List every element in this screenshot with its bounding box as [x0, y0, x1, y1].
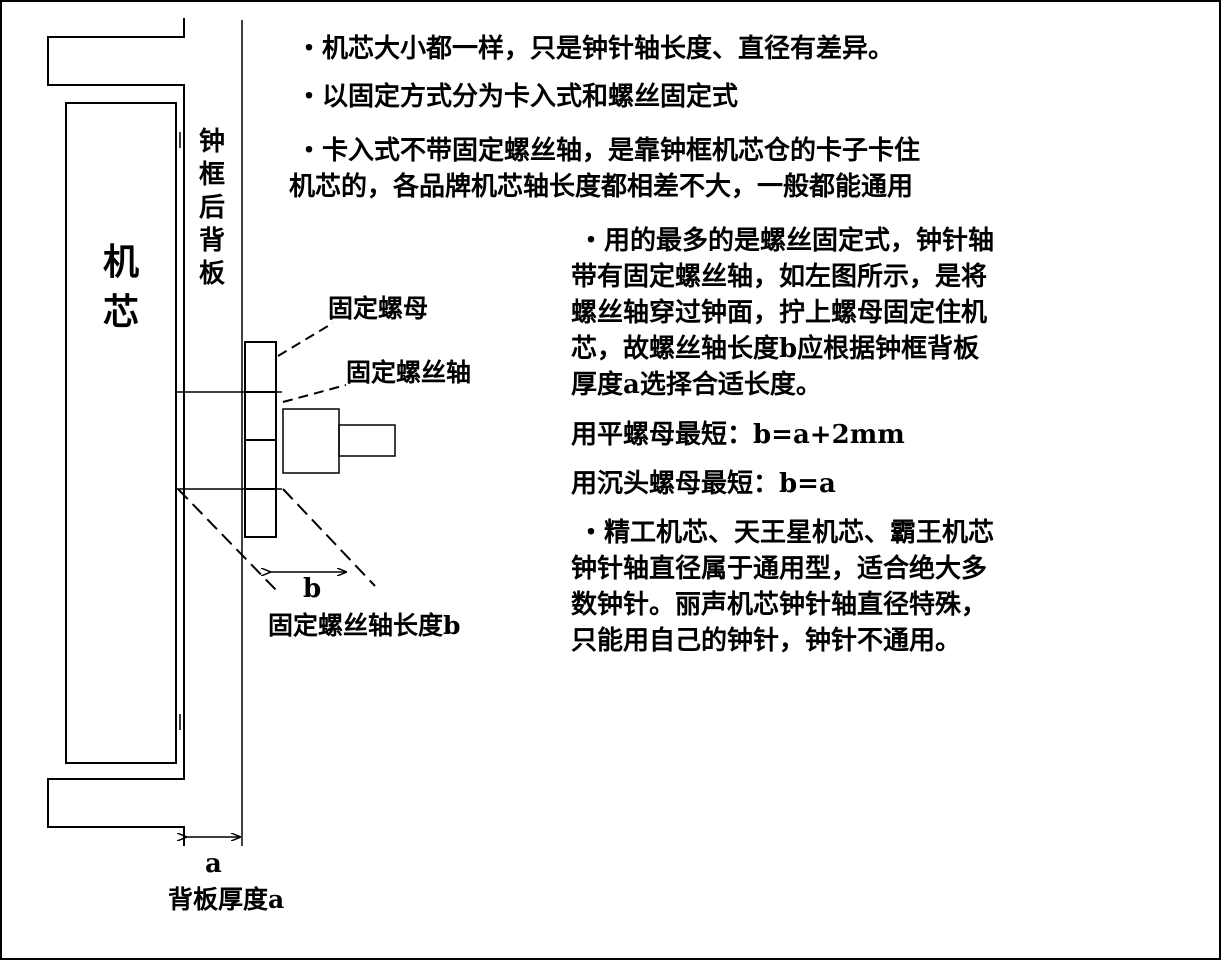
leader-screw-shaft	[282, 384, 347, 403]
backplate-label: 钟框后背板	[198, 127, 225, 289]
note-snap-in-line1: ・卡入式不带固定螺丝轴，是靠钟框机芯仓的卡子卡住	[296, 136, 921, 166]
note-brands-line2: 钟针轴直径属于通用型，适合绝大多	[571, 554, 988, 584]
note-screw-type-line1: ・用的最多的是螺丝固定式，钟针轴	[578, 226, 995, 256]
frame-top-bracket	[47, 18, 185, 846]
shaft-length-label: 固定螺丝轴长度b	[268, 611, 461, 640]
note-flat-nut-formula: 用平螺母最短：b=a+2mm	[571, 420, 905, 450]
screw-shaft	[282, 408, 340, 474]
leader-fixing-nut	[277, 322, 334, 357]
note-screw-type-line3: 螺丝轴穿过钟面，拧上螺母固定住机	[571, 298, 988, 328]
a-label: a	[205, 849, 222, 879]
note-screw-type-line4: 芯，故螺丝轴长度b应根据钟框背板	[571, 334, 980, 364]
b-extension-right	[282, 488, 376, 587]
hand-shaft	[338, 424, 396, 457]
b-extension-left	[177, 488, 277, 591]
fixing-screw-shaft-label: 固定螺丝轴	[346, 358, 472, 387]
note-screw-type-line5: 厚度a选择合适长度。	[571, 370, 822, 400]
note-countersunk-nut-formula: 用沉头螺母最短：b=a	[571, 469, 836, 499]
note-brands-line1: ・精工机芯、天王星机芯、霸王机芯	[578, 518, 995, 548]
note-brands-line3: 数钟针。丽声机芯钟针轴直径特殊，	[571, 590, 988, 620]
note-snap-in-line2: 机芯的，各品牌机芯轴长度都相差不大，一般都能通用	[289, 172, 914, 202]
movement-body	[65, 102, 177, 764]
note-screw-type-line2: 带有固定螺丝轴，如左图所示，是将	[571, 262, 988, 292]
fixing-nut-label: 固定螺母	[328, 294, 429, 323]
b-label: b	[303, 574, 322, 604]
note-movement-size: ・机芯大小都一样，只是钟针轴长度、直径有差异。	[296, 34, 895, 64]
movement-label: 机芯	[102, 241, 139, 333]
note-brands-line4: 只能用自己的钟针，钟针不通用。	[571, 626, 962, 656]
thickness-label: 背板厚度a	[168, 885, 285, 914]
note-fixing-methods: ・以固定方式分为卡入式和螺丝固定式	[296, 82, 739, 112]
